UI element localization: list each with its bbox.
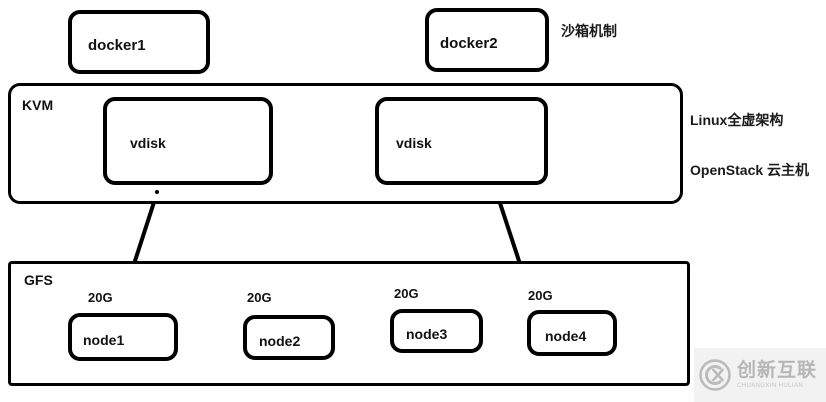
annotation-linux-full-virt: Linux全虚架构 [690,112,784,128]
gfs-container-label: GFS [24,272,53,288]
vdisk-box-1-label: vdisk [130,135,166,151]
vdisk-box-1[interactable]: vdisk [103,97,273,185]
node-box-2[interactable]: node2 [243,315,335,360]
node-box-4-label: node4 [545,328,587,344]
docker-box-2[interactable]: docker2 [425,8,549,72]
watermark-en: CHUANGXIN HULIAN [737,383,804,389]
watermark: 创新互联 CHUANGXIN HULIAN [694,348,826,402]
node-box-1[interactable]: node1 [68,313,178,361]
node-box-1-label: node1 [83,332,125,348]
node-box-3-label: node3 [406,326,448,342]
vdisk-box-2-label: vdisk [396,135,432,151]
node-box-4[interactable]: node4 [527,310,617,356]
connector-vdisk1-to-gfs [132,194,158,266]
node-4-capacity: 20G [528,288,553,303]
docker-box-1[interactable]: docker1 [68,10,210,74]
annotation-sandbox: 沙箱机制 [561,23,617,39]
watermark-text: 创新互联 CHUANGXIN HULIAN [737,361,817,389]
kvm-container-label: KVM [22,97,54,113]
connector-vdisk2-to-gfs [497,198,522,266]
node-2-capacity: 20G [247,290,272,305]
node-3-capacity: 20G [394,286,419,301]
node-box-2-label: node2 [259,333,301,349]
cx-circle-logo-icon [699,359,731,391]
watermark-cn: 创新互联 [737,360,818,381]
vdisk-box-2[interactable]: vdisk [375,97,548,185]
vdisk-1-anchor-dot [155,190,159,194]
node-1-capacity: 20G [88,290,113,305]
docker-box-2-label: docker2 [440,35,498,52]
docker-box-1-label: docker1 [88,37,146,54]
node-box-3[interactable]: node3 [390,309,483,353]
annotation-openstack: OpenStack 云主机 [690,162,810,178]
